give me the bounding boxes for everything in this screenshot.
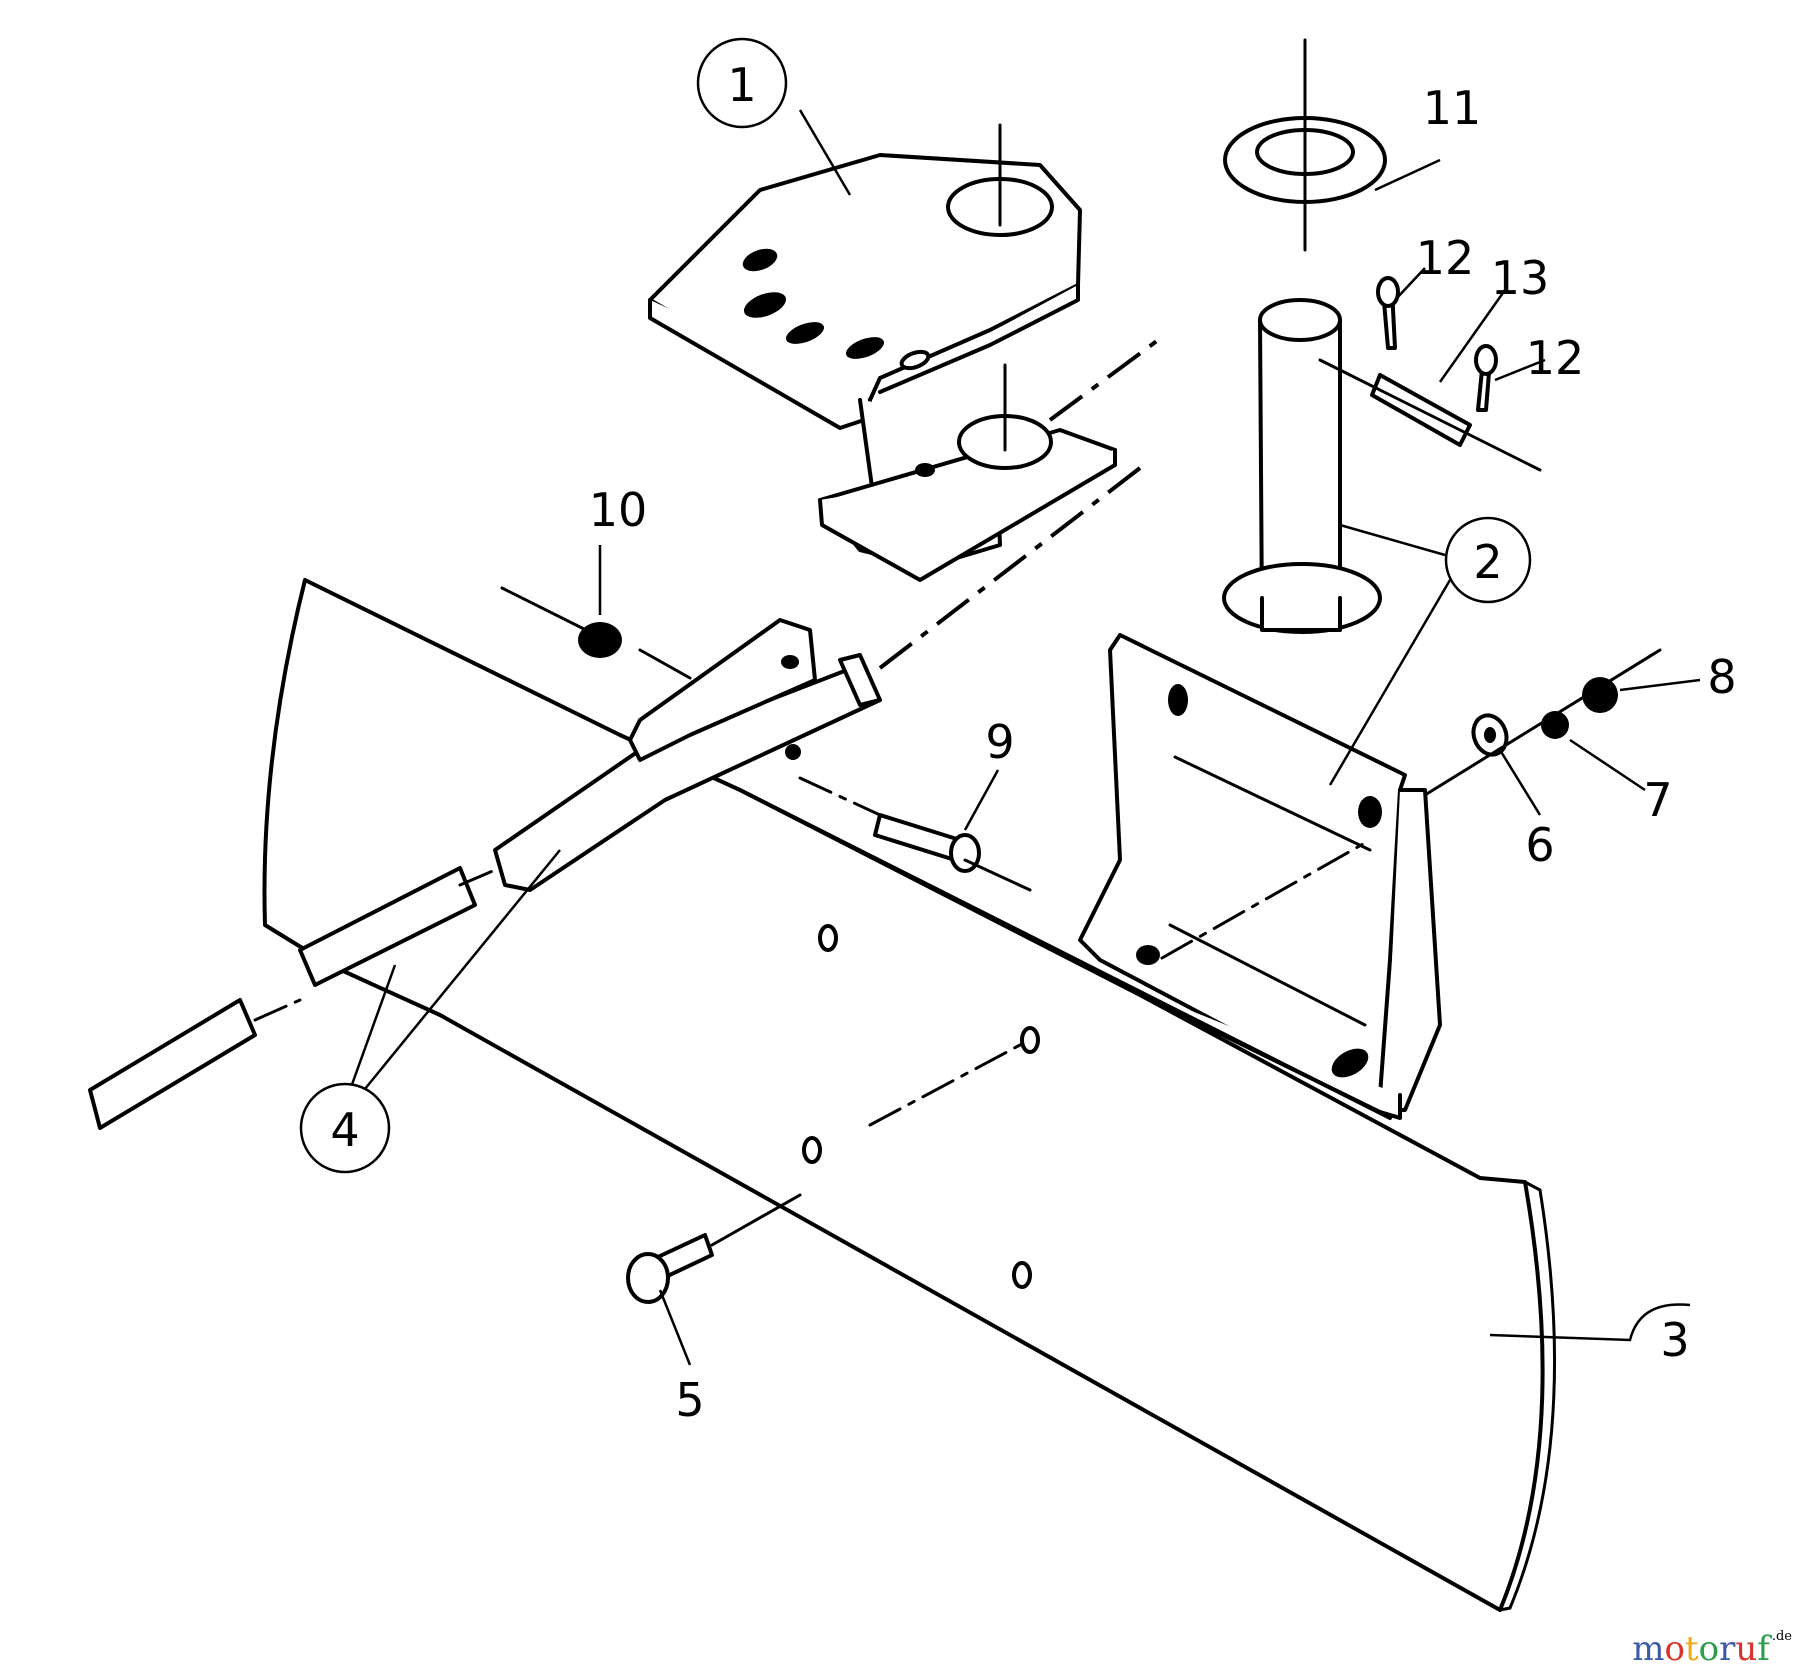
callout-11: 11 — [1423, 81, 1482, 135]
part-4-arm-assembly — [88, 333, 1167, 1130]
part-13-clevis-pin — [1318, 358, 1542, 472]
motoruf-watermark-logo: motoruf.de — [1632, 1629, 1792, 1669]
leader-lines — [348, 109, 1701, 1366]
svg-text:1: 1 — [727, 58, 756, 112]
callout-12-top: 12 — [1416, 231, 1475, 285]
watermark-letter: o — [1698, 1629, 1720, 1669]
watermark-letter: r — [1719, 1629, 1736, 1669]
watermark-letter: f — [1757, 1629, 1770, 1669]
callout-6: 6 — [1525, 818, 1554, 872]
part-6-washer — [1471, 713, 1509, 757]
svg-text:2: 2 — [1473, 535, 1502, 589]
callout-7: 7 — [1643, 773, 1672, 827]
callout-2: 2 — [1444, 516, 1532, 604]
part-8-nut — [1423, 648, 1662, 797]
part-9-carriage-bolt — [798, 776, 1032, 892]
watermark-suffix: .de — [1771, 1629, 1792, 1644]
watermark-letter: o — [1664, 1629, 1685, 1669]
watermark-letter: t — [1684, 1629, 1699, 1669]
watermark-letter: m — [1632, 1629, 1665, 1669]
callout-9: 9 — [985, 715, 1014, 769]
part-1-mounting-bracket — [648, 123, 1117, 582]
callout-5: 5 — [675, 1373, 704, 1427]
callout-3: 3 — [1660, 1313, 1689, 1367]
callout-8: 8 — [1707, 650, 1736, 704]
part-12-cotter-pins — [1376, 276, 1498, 412]
part-5-carriage-bolt — [626, 1193, 802, 1304]
callout-4: 4 — [299, 1082, 391, 1174]
callout-12-right: 12 — [1526, 331, 1585, 385]
part-11-washer — [1223, 38, 1387, 252]
callout-13: 13 — [1491, 251, 1550, 305]
part-10-nut — [578, 622, 622, 658]
callout-10: 10 — [589, 483, 648, 537]
part-2-post-plate — [1078, 298, 1442, 1120]
callout-1: 1 — [696, 37, 788, 129]
watermark-letter: u — [1735, 1629, 1758, 1669]
svg-text:4: 4 — [330, 1103, 359, 1157]
